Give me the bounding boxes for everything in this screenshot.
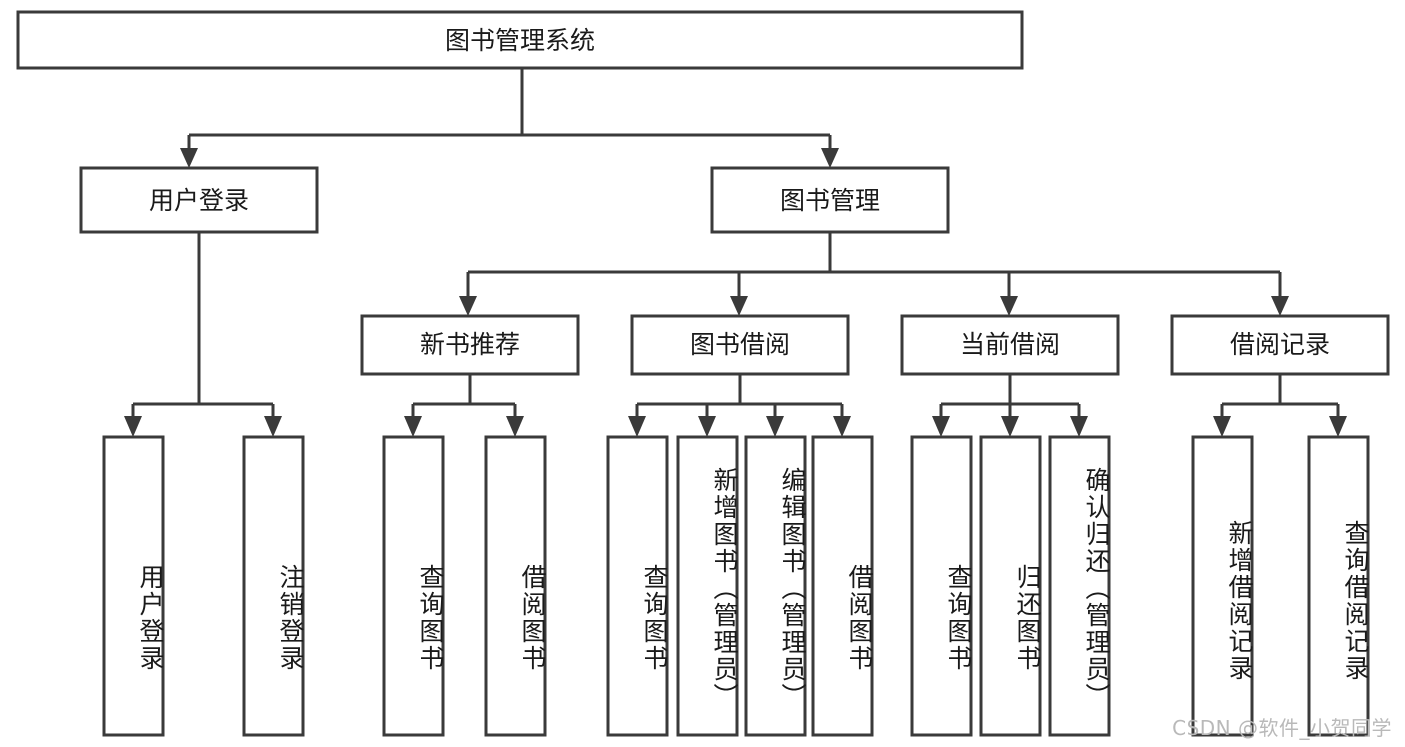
arrow-head-leaf-return-book — [1001, 416, 1019, 437]
node-root-label: 图书管理系统 — [445, 26, 595, 55]
node-book-borrow-box[interactable] — [630, 314, 850, 376]
connector-currentborrow-to-leaves — [932, 374, 1088, 437]
leaf-edit-book-box[interactable] — [744, 435, 807, 737]
node-current-borrow[interactable]: 当前借阅 — [900, 314, 1120, 376]
leaf-add-record-box[interactable] — [1191, 435, 1254, 737]
arrow-head-leaf-logout-login — [264, 416, 282, 437]
leaf-user-login-box[interactable] — [102, 435, 165, 737]
node-book-management-box[interactable] — [710, 166, 950, 234]
csdn-watermark: CSDN @软件_小贺同学 — [1172, 716, 1392, 740]
node-book-management[interactable]: 图书管理 — [710, 166, 950, 234]
arrow-head-book-borrow — [730, 296, 748, 316]
arrow-head-leaf-query-book-2 — [628, 416, 646, 437]
leaf-confirm-return-box[interactable] — [1048, 435, 1111, 737]
node-root-box[interactable] — [16, 10, 1024, 70]
node-borrow-record-box[interactable] — [1170, 314, 1390, 376]
arrow-head-book-management — [821, 148, 839, 168]
arrow-head-leaf-borrow-book-2 — [833, 416, 851, 437]
arrow-head-leaf-query-book-1 — [404, 416, 422, 437]
connector-bookborrow-to-leaves — [628, 374, 851, 437]
arrow-head-borrow-record — [1271, 296, 1289, 316]
node-user-login-label: 用户登录 — [149, 186, 249, 215]
node-borrow-record-label: 借阅记录 — [1230, 330, 1330, 359]
arrow-head-current-borrow — [1000, 296, 1018, 316]
arrow-head-leaf-query-book-3 — [932, 416, 950, 437]
arrow-head-leaf-user-login — [124, 416, 142, 437]
node-book-borrow[interactable]: 图书借阅 — [630, 314, 850, 376]
leaf-add-book-box[interactable] — [676, 435, 739, 737]
node-root[interactable]: 图书管理系统 — [16, 10, 1024, 70]
arrow-head-user-login — [180, 148, 198, 168]
arrow-head-leaf-edit-book — [766, 416, 784, 437]
leaf-query-record-box[interactable] — [1307, 435, 1370, 737]
node-new-book-recommend[interactable]: 新书推荐 — [360, 314, 580, 376]
leaf-query-book-3-box[interactable] — [910, 435, 973, 737]
leaf-return-book-box[interactable] — [979, 435, 1042, 737]
leaf-query-book-1-box[interactable] — [382, 435, 445, 737]
leaf-logout-login-box[interactable] — [242, 435, 305, 737]
arrow-head-leaf-confirm-return — [1070, 416, 1088, 437]
node-current-borrow-label: 当前借阅 — [960, 330, 1060, 359]
node-current-borrow-box[interactable] — [900, 314, 1120, 376]
node-book-management-label: 图书管理 — [780, 186, 880, 215]
connector-borrowrecord-to-leaves — [1213, 374, 1347, 437]
node-user-login-box[interactable] — [79, 166, 319, 234]
node-new-book-recommend-box[interactable] — [360, 314, 580, 376]
node-user-login[interactable]: 用户登录 — [79, 166, 319, 234]
arrow-head-leaf-add-record — [1213, 416, 1231, 437]
connector-root-to-level2 — [180, 68, 839, 168]
arrow-head-leaf-borrow-book-1 — [506, 416, 524, 437]
connector-newbook-to-leaves — [404, 374, 524, 437]
node-book-borrow-label: 图书借阅 — [690, 330, 790, 359]
leaf-boxes — [102, 435, 1370, 737]
connector-userlogin-to-leaves — [124, 232, 282, 437]
leaf-borrow-book-1-box[interactable] — [484, 435, 547, 737]
leaf-query-book-2-box[interactable] — [606, 435, 669, 737]
arrow-head-leaf-add-book — [698, 416, 716, 437]
connector-bookmgmt-to-level3 — [459, 232, 1289, 316]
arrow-head-new-book-recommend — [459, 296, 477, 316]
arrow-head-leaf-query-record — [1329, 416, 1347, 437]
node-new-book-recommend-label: 新书推荐 — [420, 330, 520, 359]
node-borrow-record[interactable]: 借阅记录 — [1170, 314, 1390, 376]
leaf-borrow-book-2-box[interactable] — [811, 435, 874, 737]
